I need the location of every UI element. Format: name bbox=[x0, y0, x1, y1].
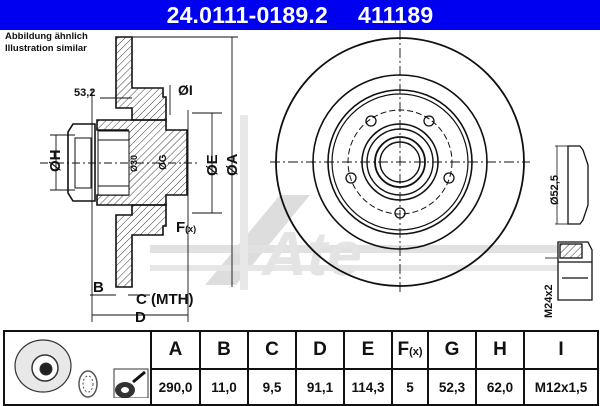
header-h: H bbox=[475, 329, 525, 371]
dia-i-label: ØI bbox=[178, 82, 193, 98]
illustration-note: Abbildung ähnlich Illustration similar bbox=[5, 31, 88, 55]
dimension-lines bbox=[50, 36, 238, 322]
header-a: A bbox=[150, 329, 201, 371]
bearing-detail bbox=[40, 130, 200, 196]
title-bar: 24.0111-0189.2 411189 bbox=[0, 0, 600, 30]
front-view bbox=[270, 30, 530, 295]
note-english: Illustration similar bbox=[5, 43, 87, 54]
header-g: G bbox=[427, 329, 477, 371]
brake-disc-icon bbox=[14, 339, 72, 393]
header-i: I bbox=[523, 329, 599, 371]
header-c: C bbox=[247, 329, 297, 371]
f-label: F(x) bbox=[176, 219, 196, 236]
ate-watermark: Ate bbox=[150, 115, 590, 290]
c-mth-label: C (MTH) bbox=[136, 291, 193, 308]
dia-e-label: ØE bbox=[204, 154, 221, 176]
dia-a-label: ØA bbox=[224, 153, 241, 176]
b-label: B bbox=[93, 279, 104, 296]
spec-table: A B C D E F(x) G H I 290,0 11,0 9,5 91,1… bbox=[3, 329, 599, 406]
watermark-text: Ate bbox=[260, 220, 362, 289]
header-e: E bbox=[343, 329, 393, 371]
technical-drawing: Ate 53,2 ØI ØH Ø30 Ø bbox=[40, 30, 593, 326]
header-d: D bbox=[295, 329, 345, 371]
header-b: B bbox=[199, 329, 249, 371]
product-icons-cell bbox=[3, 330, 152, 406]
cap-diameter-label: Ø52,5 bbox=[549, 175, 561, 205]
dia-h-label: ØH bbox=[47, 150, 64, 173]
grease-spray-icon bbox=[113, 368, 149, 399]
dia-g-label: ØG bbox=[158, 154, 169, 170]
bearing-icon bbox=[78, 370, 98, 398]
dust-cap bbox=[555, 145, 589, 225]
header-f: F(x) bbox=[391, 329, 429, 371]
dim-53-2-label: 53,2 bbox=[74, 87, 95, 99]
nut-thread-label: M24x2 bbox=[543, 284, 555, 318]
reference-number: 411189 bbox=[358, 1, 434, 28]
axle-nut bbox=[545, 241, 593, 301]
d-label: D bbox=[135, 309, 146, 326]
spec-header-row: A B C D E F(x) G H I bbox=[3, 329, 599, 406]
dia-30-label: Ø30 bbox=[129, 155, 139, 172]
part-number: 24.0111-0189.2 bbox=[166, 1, 328, 28]
note-german: Abbildung ähnlich bbox=[5, 31, 88, 42]
